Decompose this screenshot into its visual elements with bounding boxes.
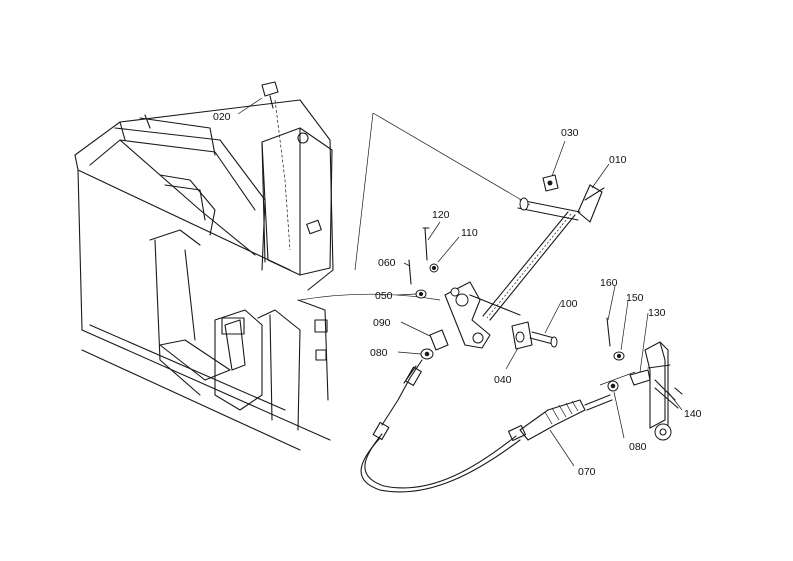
- label-110: 110: [461, 227, 478, 239]
- label-010: 010: [609, 154, 627, 166]
- label-120: 120: [432, 209, 450, 221]
- label-130: 130: [648, 307, 666, 319]
- label-050: 050: [375, 290, 393, 302]
- right-bracket-assembly: [599, 317, 683, 441]
- label-150: 150: [626, 292, 644, 304]
- label-140: 140: [684, 408, 702, 420]
- label-080-left: 080: [370, 347, 388, 359]
- label-020: 020: [213, 111, 231, 123]
- label-060: 060: [378, 257, 396, 269]
- label-070: 070: [578, 466, 596, 478]
- label-030: 030: [561, 127, 579, 139]
- part-labels: 010 020 030 040 050 060 070 080 080 090 …: [213, 111, 702, 478]
- label-080-right: 080: [629, 441, 647, 453]
- leader-lines: [237, 97, 683, 467]
- linkage-assembly: [299, 112, 605, 360]
- label-090: 090: [373, 317, 391, 329]
- cable-assembly: [360, 359, 613, 493]
- label-100: 100: [560, 298, 578, 310]
- chassis-frame: [74, 81, 334, 451]
- label-040: 040: [494, 374, 512, 386]
- label-160: 160: [600, 277, 618, 289]
